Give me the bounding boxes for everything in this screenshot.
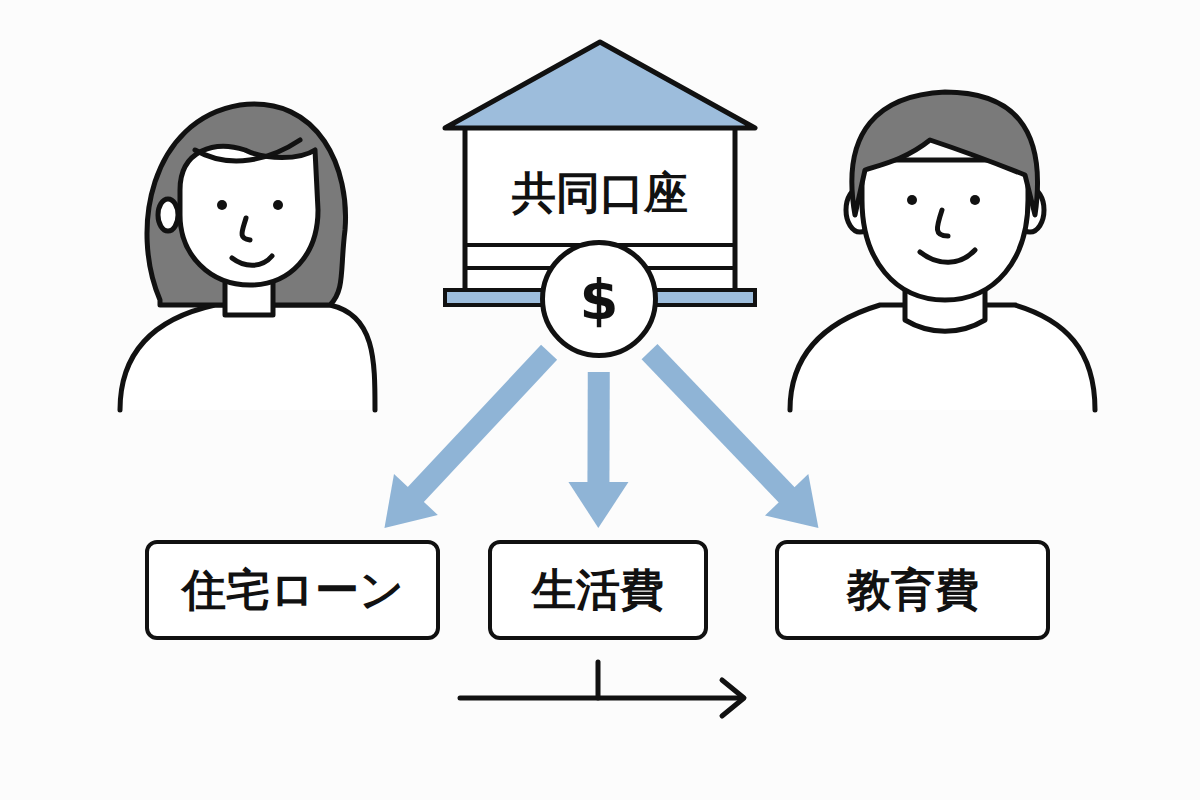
node-label: 教育費 xyxy=(847,561,979,620)
arrow-head xyxy=(384,474,437,528)
expense-box: 生活費 xyxy=(488,540,708,640)
arrow-shaft xyxy=(412,352,549,499)
dollar-circle: $ xyxy=(540,240,658,358)
flow-arrow xyxy=(384,352,549,528)
arrow-head xyxy=(568,482,628,528)
flow-arrow xyxy=(568,372,628,528)
node-label: 生活費 xyxy=(532,561,664,620)
man-figure xyxy=(790,92,1095,410)
arrow-head xyxy=(765,474,818,528)
account-house: 共同口座$ xyxy=(440,40,760,305)
timeline-line xyxy=(460,662,744,716)
arrow-shaft xyxy=(587,372,609,488)
flow-arrow xyxy=(650,352,819,528)
expense-box: 教育費 xyxy=(775,540,1050,640)
woman-figure xyxy=(120,104,375,410)
expense-box: 住宅ローン xyxy=(145,540,440,640)
node-label: 住宅ローン xyxy=(182,561,404,620)
node-label: 共同口座 xyxy=(440,165,760,221)
currency-symbol: $ xyxy=(545,267,653,332)
arrow-shaft xyxy=(650,352,791,499)
